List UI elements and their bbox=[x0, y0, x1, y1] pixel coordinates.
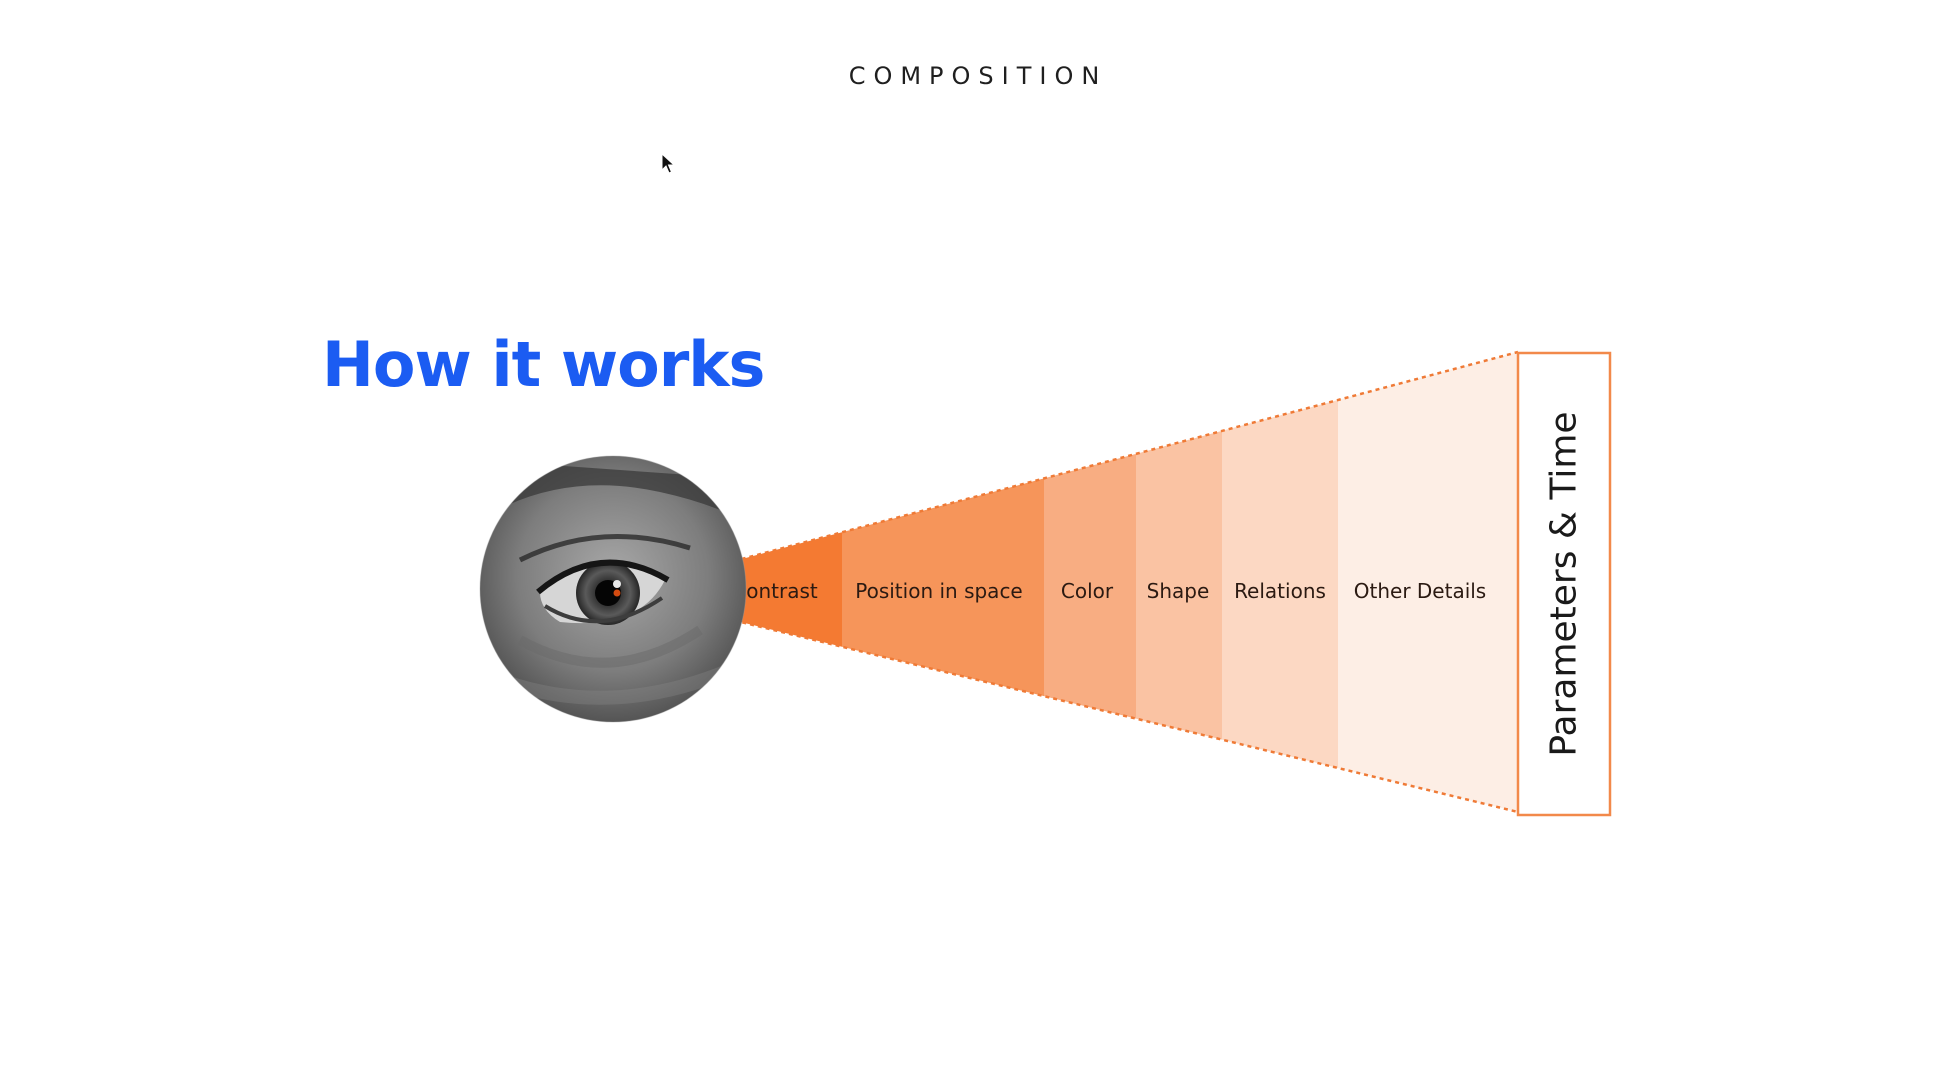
section-label: COMPOSITION bbox=[848, 62, 1108, 90]
stage-label-4: Shape bbox=[1147, 579, 1210, 603]
stage-label-5: Relations bbox=[1234, 579, 1326, 603]
parameters-time-box: Parameters & Time bbox=[1516, 351, 1612, 817]
cone-outline bbox=[617, 350, 1519, 814]
stage-segment-2 bbox=[842, 478, 1044, 697]
stage-segment-5 bbox=[1222, 400, 1338, 768]
stage-segment-4 bbox=[1136, 430, 1222, 740]
stage-label-2: Position in space bbox=[855, 579, 1023, 603]
stage-segments bbox=[618, 352, 1518, 812]
apex-point bbox=[613, 589, 621, 597]
stage-label-3: Color bbox=[1061, 579, 1114, 603]
page-title: How it works bbox=[322, 328, 765, 401]
stage-labels: Contrast Position in space Color Shape Relat… bbox=[732, 579, 1486, 603]
stage-label-1: Contrast bbox=[732, 579, 818, 603]
stage-label-6: Other Details bbox=[1354, 579, 1486, 603]
stage-segment-6 bbox=[1338, 352, 1518, 812]
mouse-cursor-icon bbox=[661, 153, 675, 174]
stage-segment-3 bbox=[1044, 453, 1136, 719]
parameters-time-label: Parameters & Time bbox=[1544, 411, 1585, 756]
eye-icon bbox=[479, 455, 747, 723]
